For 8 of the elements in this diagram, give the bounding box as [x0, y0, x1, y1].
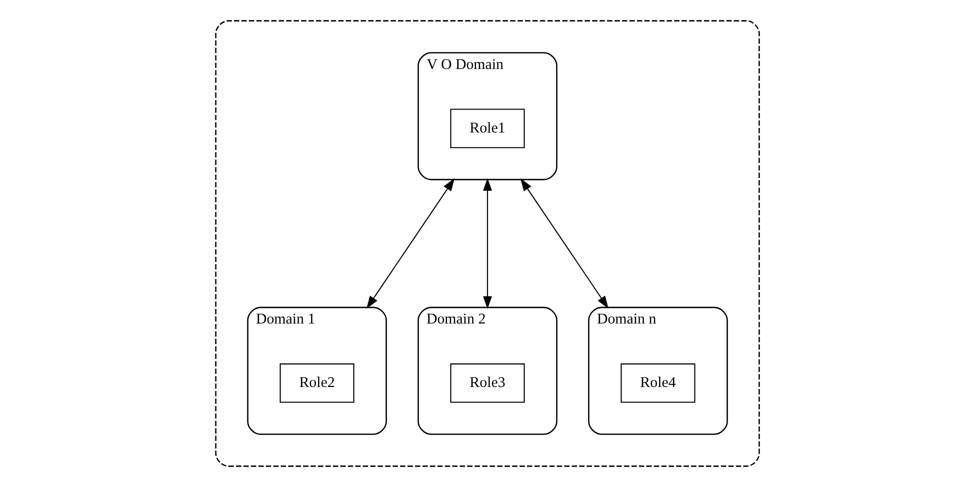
- arrow: [483, 178, 492, 310]
- node-box: Role2: [280, 363, 354, 403]
- node-box: Role4: [620, 363, 696, 403]
- node-box: Role3: [450, 363, 525, 403]
- arrow: [520, 178, 609, 309]
- arrow: [366, 178, 455, 309]
- node-box: Role1: [450, 108, 525, 148]
- cluster: [215, 20, 760, 467]
